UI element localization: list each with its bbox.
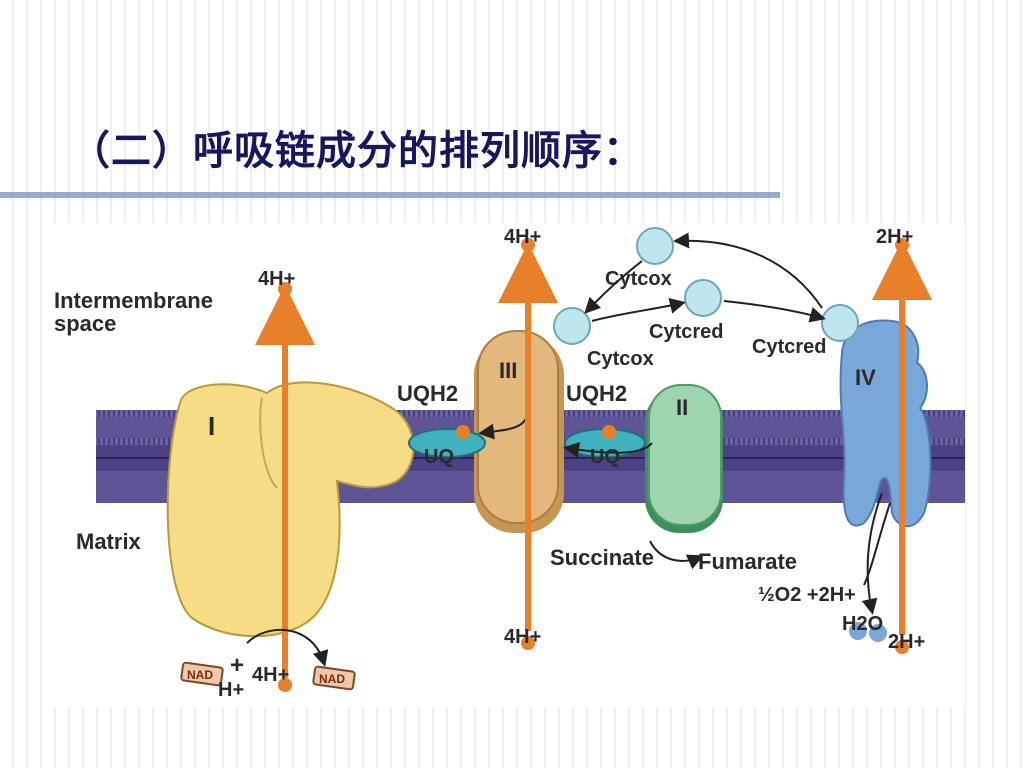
- fumarate-label: Fumarate: [698, 549, 797, 574]
- arrow-to-cytc-mid: [591, 298, 686, 322]
- quinone-left: [408, 425, 486, 458]
- nadh-oxidation-arrow: [246, 629, 329, 667]
- electron-to-oxygen-arrow: [863, 502, 891, 586]
- cytc-sphere-right: [821, 304, 859, 342]
- nad-right-badge: NAD: [312, 665, 356, 691]
- II-to-uq-arrow: [563, 441, 653, 458]
- slide-title: （二）呼吸链成分的排列顺序：: [70, 128, 644, 174]
- c1-top-protons: 4H+: [258, 268, 295, 290]
- cytc-ox-left-label: Cytcox: [587, 348, 654, 370]
- c3-top-protons: 4H+: [504, 226, 541, 248]
- arrow-to-cytc-right: [723, 300, 826, 323]
- proton-dot: [895, 238, 909, 252]
- cytc-sphere-left: [553, 307, 591, 345]
- arrow-to-cytc-ox-top: [673, 232, 823, 309]
- proton-dot: [521, 636, 535, 650]
- arrow-to-cytc-left: [584, 260, 643, 314]
- c1-bottom-protons: 4H+: [252, 664, 289, 686]
- uq-right-label: UQ: [590, 446, 620, 468]
- label-intermembrane: Intermembrane: [54, 288, 213, 313]
- proton-dot: [278, 678, 292, 692]
- complex-III-label: III: [499, 358, 517, 383]
- uqh2-right-label: UQH2: [566, 381, 627, 406]
- complex-IV: IV: [839, 319, 932, 528]
- proton-dot: [895, 640, 909, 654]
- c3-bottom-protons: 4H+: [504, 626, 541, 648]
- c4-top-protons: 2H+: [876, 226, 913, 248]
- succinate-label: Succinate: [550, 545, 654, 570]
- cytc-sphere-mid: [684, 279, 722, 317]
- label-matrix: Matrix: [76, 529, 142, 554]
- respiratory-chain-figure: Intermembrane space Matrix I III II IV U…: [52, 223, 965, 708]
- cytc-red-mid-label: Cytcred: [649, 321, 723, 343]
- proton-dot: [521, 238, 535, 252]
- oxygen-reduction-arrow: [861, 492, 883, 615]
- nad-left-badge: NAD: [180, 661, 224, 687]
- label-space: space: [54, 311, 116, 336]
- respiratory-chain-diagram: Intermembrane space Matrix I III II IV U…: [54, 226, 965, 701]
- cytc-ox-top-label: Cytcox: [605, 268, 672, 290]
- complex-II: II: [645, 384, 723, 533]
- title-underline: [0, 192, 780, 198]
- water-molecule: [849, 622, 887, 642]
- complex-I-label: I: [208, 411, 215, 441]
- nad-left-label: NAD: [187, 668, 213, 682]
- complex-IV-label: IV: [855, 365, 876, 390]
- c4-bottom-protons: 2H+: [888, 631, 925, 653]
- cytc-red-right-label: Cytcred: [752, 336, 826, 358]
- water-label: H2O: [842, 613, 883, 635]
- complex-I: I: [166, 381, 415, 638]
- cytc-sphere-top: [636, 227, 674, 265]
- uq-left-label: UQ: [424, 446, 454, 468]
- nad-right-label: NAD: [319, 672, 345, 686]
- oxygen-reaction-label: ½O2 +2H+: [758, 584, 856, 606]
- proton-dot: [278, 282, 292, 296]
- h-plus-label: H+: [218, 679, 244, 701]
- succinate-to-fumarate-arrow: [649, 540, 704, 570]
- plus-sign: +: [230, 652, 244, 679]
- complex-II-label: II: [676, 395, 688, 420]
- uqh2-left-label: UQH2: [397, 381, 458, 406]
